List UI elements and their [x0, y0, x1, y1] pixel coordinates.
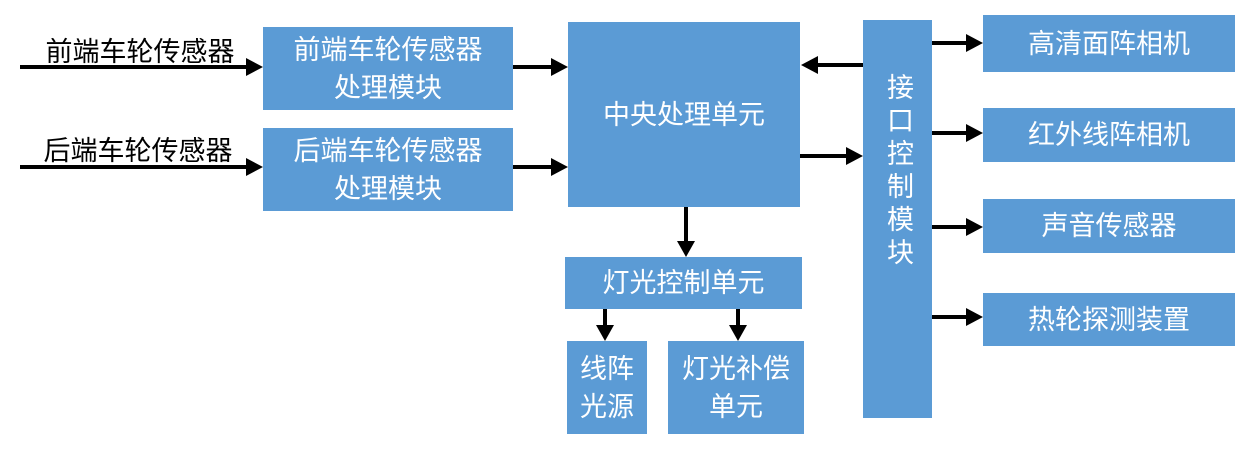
- arrow-interface-to-hd-camera: [932, 41, 966, 45]
- interface-control-module-box: 接口控制模块: [863, 20, 932, 418]
- front-wheel-sensor-input-label: 前端车轮传感器: [45, 37, 235, 67]
- front-processing-module-box: 前端车轮传感器 处理模块: [263, 27, 513, 110]
- sound-sensor-box: 声音传感器: [983, 199, 1235, 253]
- arrow-cpu-to-light-control: [684, 207, 688, 241]
- arrow-interface-to-infrared-camera: [932, 131, 966, 135]
- rear-processing-module-box: 后端车轮传感器 处理模块: [263, 128, 513, 211]
- arrow-interface-to-hot-wheel-detector: [932, 315, 966, 319]
- line-light-source-box: 线阵 光源: [567, 341, 647, 434]
- arrow-rear-input-to-rear-processing: [20, 165, 246, 169]
- light-control-unit-box: 灯光控制单元: [565, 257, 802, 309]
- light-compensation-unit-box: 灯光补偿 单元: [668, 341, 804, 434]
- hot-wheel-detector-box: 热轮探测装置: [983, 293, 1235, 346]
- arrow-light-control-to-line-light-source: [603, 309, 607, 325]
- infrared-line-camera-box: 红外线阵相机: [983, 108, 1235, 162]
- arrow-light-control-to-light-compensation: [736, 309, 740, 325]
- arrow-interface-to-sound-sensor: [932, 225, 966, 229]
- arrow-cpu-to-interface: [800, 154, 846, 158]
- arrow-interface-to-cpu: [818, 63, 863, 67]
- arrow-front-input-to-front-processing: [20, 65, 246, 69]
- arrow-front-processing-to-cpu: [513, 65, 551, 69]
- arrow-rear-processing-to-cpu: [513, 165, 551, 169]
- interface-control-module-label: 接口控制模块: [883, 73, 913, 271]
- hd-area-camera-box: 高清面阵相机: [983, 15, 1235, 72]
- cpu-box: 中央处理单元: [568, 22, 800, 207]
- rear-wheel-sensor-input-label: 后端车轮传感器: [43, 136, 233, 166]
